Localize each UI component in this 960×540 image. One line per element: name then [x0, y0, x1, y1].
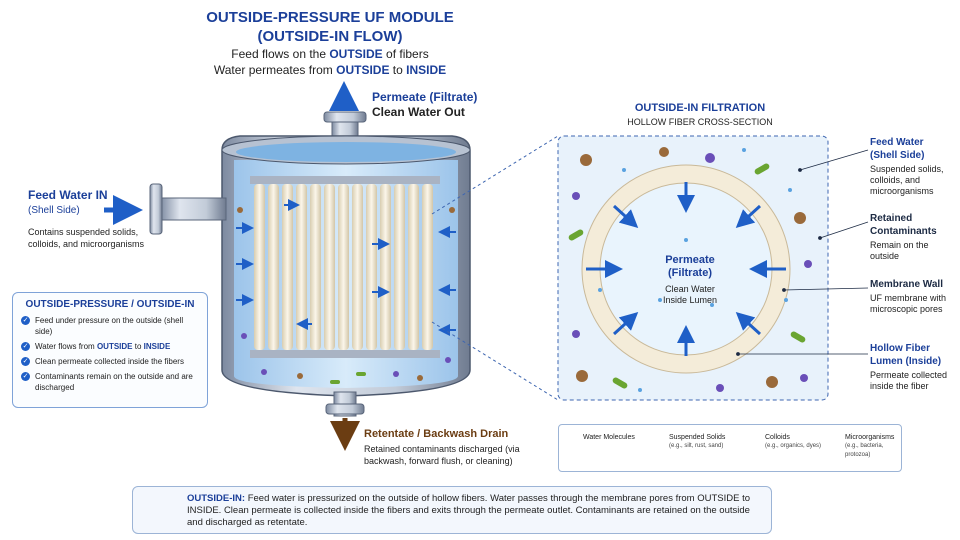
- summary-box-heading: OUTSIDE-PRESSURE / OUTSIDE-IN: [25, 299, 195, 310]
- legend: Water Molecules Suspended Solids (e.g., s…: [558, 424, 902, 472]
- subtitle-emphasis: INSIDE: [406, 63, 447, 77]
- label-heading: Feed Water: [870, 137, 924, 148]
- vessel-particles: [237, 207, 455, 384]
- label-heading: Retained: [870, 213, 913, 224]
- water-droplets: [598, 148, 792, 392]
- permeate-out-desc: Clean Water Out: [372, 105, 465, 119]
- retained-contaminants-label: Retained Contaminants Remain on the outs…: [870, 212, 960, 262]
- legend-label: Water Molecules: [583, 434, 635, 441]
- check-icon: ✓: [21, 357, 30, 366]
- cross-section-title: OUTSIDE-IN FILTRATION HOLLOW FIBER CROSS…: [600, 102, 800, 127]
- cross-section-panel: [557, 135, 869, 401]
- feed-in-heading: Feed Water IN: [28, 188, 108, 202]
- feed-water-label: Feed Water (Shell Side) Suspended solids…: [870, 136, 960, 197]
- label-desc: Suspended solids, colloids, and microorg…: [870, 164, 944, 196]
- summary-text: Water flows from: [35, 342, 97, 351]
- summary-item: ✓ Water flows from OUTSIDE to INSIDE: [21, 341, 199, 352]
- contaminant-particles: [568, 147, 812, 392]
- summary-emphasis: OUTSIDE: [96, 342, 133, 351]
- legend-sub: (e.g., bacteria, protozoa): [845, 443, 884, 458]
- summary-item-text: Feed under pressure on the outside (shel…: [35, 316, 184, 336]
- permeate-out-heading: Permeate (Filtrate): [372, 90, 478, 104]
- legend-label: Microorganisms: [845, 434, 895, 441]
- summary-emphasis: INSIDE: [143, 342, 171, 351]
- footer-lead: OUTSIDE-IN:: [187, 493, 246, 504]
- center-heading: Permeate: [665, 254, 715, 266]
- feed-in-sub: (Shell Side): [28, 205, 80, 216]
- subtitle-emphasis: OUTSIDE: [329, 47, 383, 61]
- label-heading: (Shell Side): [870, 150, 925, 161]
- retentate-label: Retentate / Backwash Drain Retained cont…: [364, 428, 524, 467]
- page-subtitle: Feed flows on the OUTSIDE of fibers Wate…: [160, 46, 500, 78]
- summary-box: OUTSIDE-PRESSURE / OUTSIDE-IN ✓ Feed unde…: [12, 292, 208, 408]
- label-desc: Permeate collected inside the fiber: [870, 370, 948, 391]
- drain-pipe: [325, 391, 365, 451]
- legend-label: Colloids: [765, 434, 790, 441]
- title-line-1: OUTSIDE-PRESSURE UF MODULE: [206, 9, 454, 26]
- check-icon: ✓: [21, 372, 30, 381]
- center-desc: Inside Lumen: [662, 295, 718, 305]
- retentate-desc: Retained contaminants discharged (via ba…: [364, 444, 520, 466]
- feed-in-label: Feed Water IN (Shell Side) Contains susp…: [28, 188, 168, 250]
- feed-inlet-pipe: [104, 183, 227, 235]
- legend-item: Colloids (e.g., organics, dyes): [761, 433, 821, 451]
- label-heading: Lumen (Inside): [870, 356, 942, 367]
- membrane-wall-label: Membrane Wall UF membrane with microscop…: [870, 278, 960, 315]
- subtitle-text: to: [389, 63, 407, 77]
- cross-section-subtitle: HOLLOW FIBER CROSS-SECTION: [627, 117, 773, 127]
- legend-sub: (e.g., organics, dyes): [765, 443, 822, 449]
- cross-section-heading: OUTSIDE-IN FILTRATION: [634, 102, 766, 114]
- subtitle-text: Feed flows on the: [231, 47, 330, 61]
- subtitle-text: Water permeates from: [213, 63, 337, 77]
- subtitle-emphasis: OUTSIDE: [336, 63, 390, 77]
- center-heading: (Filtrate): [668, 267, 712, 279]
- retentate-heading: Retentate / Backwash Drain: [364, 428, 509, 440]
- permeate-out-label: Permeate (Filtrate) Clean Water Out: [372, 90, 477, 120]
- label-heading: Hollow Fiber: [870, 343, 930, 354]
- check-icon: ✓: [21, 316, 30, 325]
- lumen-label: Hollow Fiber Lumen (Inside) Permeate col…: [870, 342, 960, 392]
- radial-flow-arrows: [586, 182, 786, 356]
- lumen-center-label: Permeate (Filtrate) Clean Water Inside L…: [640, 254, 740, 306]
- label-desc: Remain on the outside: [870, 240, 929, 261]
- zoom-callout-lines: [431, 135, 559, 401]
- subtitle-text: of fibers: [382, 47, 429, 61]
- summary-item-text: Clean permeate collected inside the fibe…: [35, 357, 184, 366]
- pressure-vessel: [221, 135, 471, 397]
- legend-item: Water Molecules: [579, 433, 635, 442]
- summary-text: to: [132, 342, 144, 351]
- title-line-2: (OUTSIDE-IN FLOW): [257, 28, 403, 45]
- hollow-fiber-bundle: [254, 184, 433, 350]
- label-heading: Contaminants: [870, 226, 937, 237]
- check-icon: ✓: [21, 342, 30, 351]
- footer-note: OUTSIDE-IN: Feed water is pressurized on…: [132, 486, 772, 534]
- page-title: OUTSIDE-PRESSURE UF MODULE (OUTSIDE-IN F…: [160, 8, 500, 46]
- right-label-leaders: [736, 149, 869, 356]
- feed-in-desc: Contains suspended solids, colloids, and…: [28, 227, 145, 249]
- summary-item: ✓ Feed under pressure on the outside (she…: [21, 315, 199, 337]
- legend-item: Suspended Solids (e.g., silt, rust, sand): [665, 433, 725, 451]
- label-desc: UF membrane with microscopic pores: [870, 293, 947, 314]
- summary-item: ✓ Clean permeate collected inside the fib…: [21, 356, 199, 367]
- summary-item-text: Water flows from OUTSIDE to INSIDE: [35, 341, 170, 352]
- legend-label: Suspended Solids: [669, 434, 726, 441]
- shell-flow-arrows: [236, 199, 456, 336]
- center-desc: Clean Water: [665, 284, 715, 294]
- summary-item: ✓ Contaminants remain on the outside and …: [21, 371, 199, 393]
- label-heading: Membrane Wall: [870, 279, 943, 290]
- footer-body: Feed water is pressurized on the outside…: [187, 493, 751, 528]
- legend-item: Microorganisms (e.g., bacteria, protozoa): [841, 433, 901, 460]
- footer-text: OUTSIDE-IN: Feed water is pressurized on…: [187, 493, 767, 529]
- summary-item-text: Contaminants remain on the outside and a…: [35, 372, 193, 392]
- legend-sub: (e.g., silt, rust, sand): [669, 443, 724, 449]
